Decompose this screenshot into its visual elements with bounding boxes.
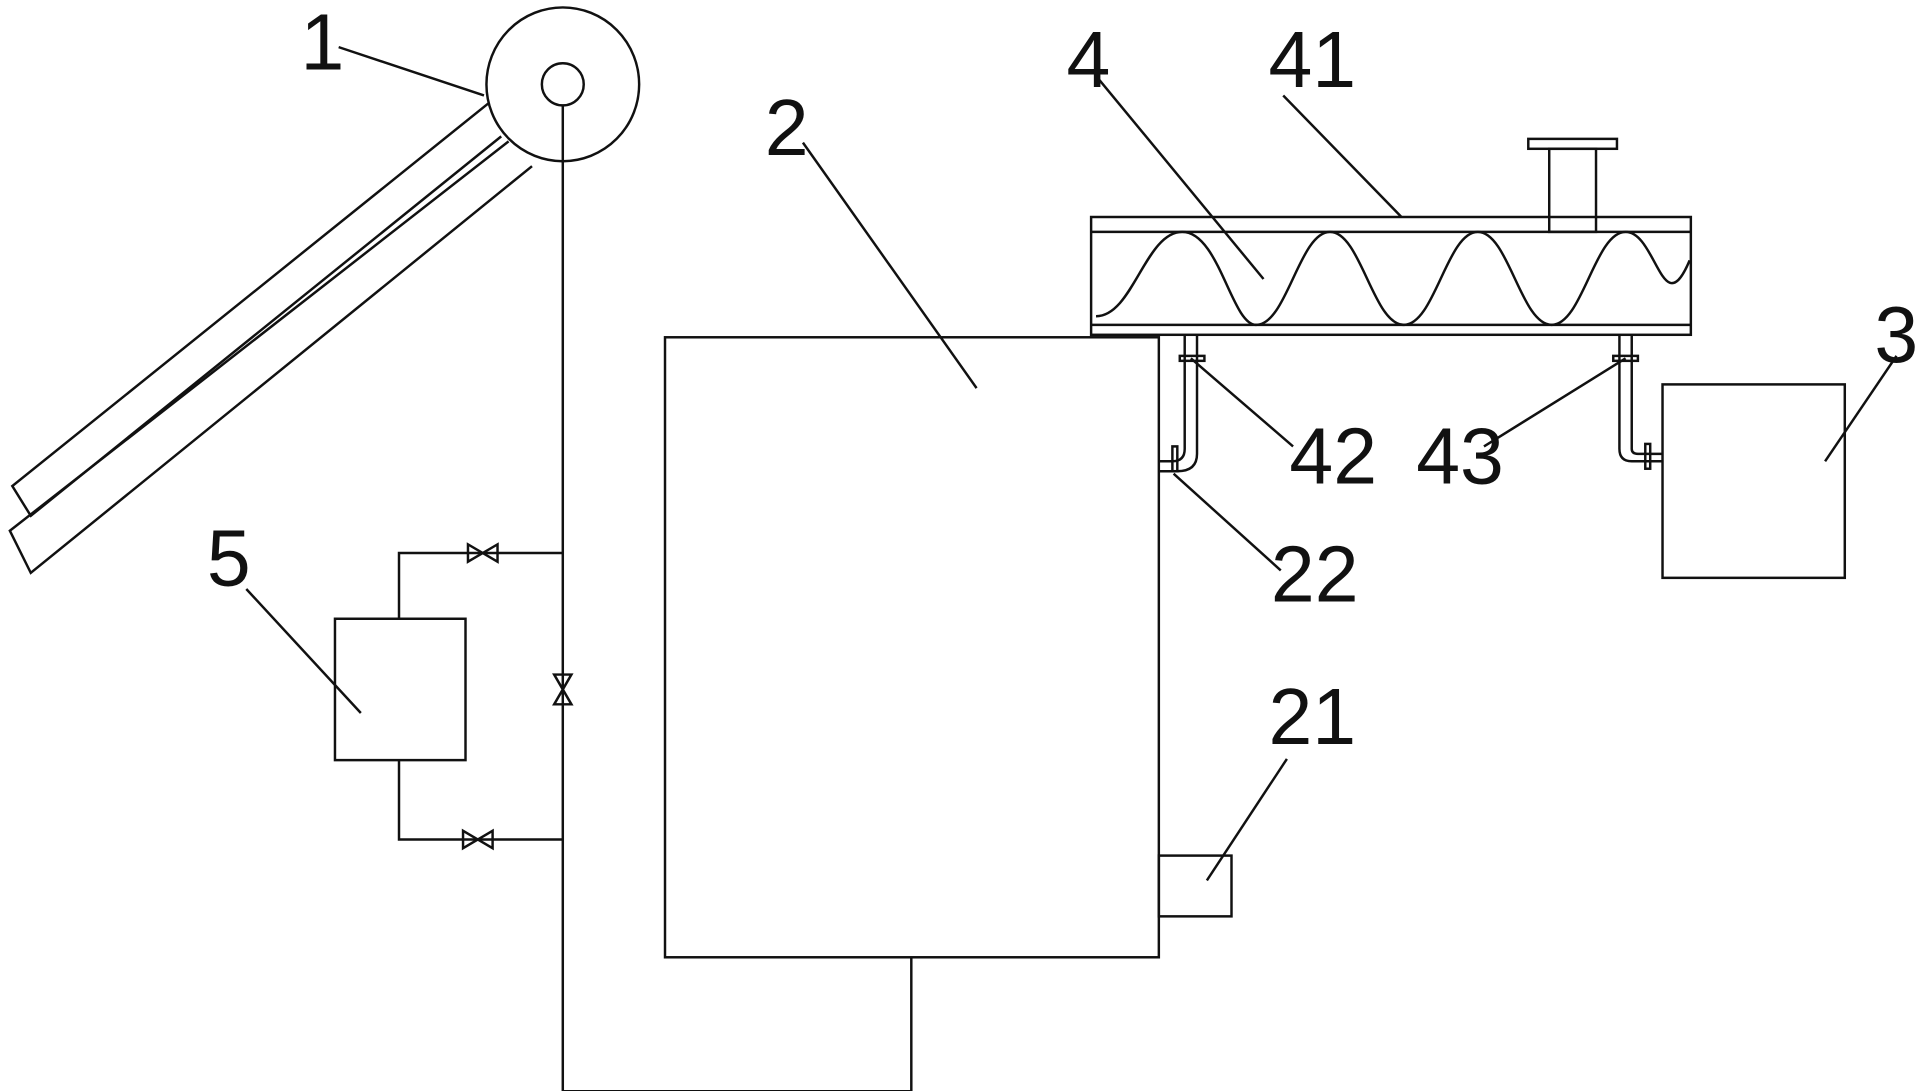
leader-5 (245, 588, 362, 714)
leader-lines (245, 45, 1898, 882)
bypass-upper-pipe (397, 551, 563, 619)
component-4-screw-conveyor (1089, 137, 1693, 337)
receiver-box (1661, 383, 1847, 580)
component-3-receiver (1661, 383, 1847, 580)
label-21: 21 (1268, 672, 1356, 761)
main-pipe-valve (552, 673, 574, 706)
conveyor-inlet-flange (1527, 137, 1619, 151)
discharge-pipe-outer (1618, 334, 1663, 463)
label-41: 41 (1268, 15, 1356, 104)
main-circulation-pipe (552, 105, 913, 1091)
collector-tube-lower (8, 140, 533, 575)
leader-43 (1483, 357, 1627, 448)
label-4: 4 (1066, 15, 1110, 104)
component-42-transfer-pipe (1158, 334, 1206, 473)
bypass-lower-valve (461, 828, 494, 851)
tank-body (663, 336, 1161, 959)
leader-42 (1190, 357, 1294, 448)
transfer-pipe-flange-side (1171, 445, 1179, 473)
component-2-tank (663, 336, 1161, 959)
conveyor-inlet-pipe (1547, 147, 1598, 234)
leader-1 (338, 45, 485, 97)
leader-41 (1282, 94, 1403, 218)
leader-22 (1172, 472, 1282, 572)
outlet-box (1157, 854, 1233, 918)
discharge-pipe-inner (1630, 334, 1663, 456)
label-2: 2 (765, 83, 809, 172)
bypass-box (333, 617, 467, 762)
label-3: 3 (1874, 290, 1918, 379)
component-5-bypass (333, 542, 563, 851)
component-1-collector (8, 6, 641, 575)
leader-21 (1205, 758, 1288, 882)
collector-drum-port (540, 62, 585, 107)
label-43: 43 (1416, 411, 1504, 500)
discharge-pipe-flange-top (1612, 354, 1640, 363)
transfer-pipe-outer (1158, 334, 1186, 463)
label-1: 1 (300, 0, 344, 86)
leader-2 (801, 141, 978, 389)
label-22: 22 (1271, 529, 1359, 618)
bypass-upper-valve (466, 542, 499, 564)
component-21-outlet (1157, 854, 1233, 918)
discharge-pipe-flange-side (1644, 442, 1652, 470)
collector-tube-upper (10, 101, 502, 518)
label-42: 42 (1289, 411, 1377, 500)
conveyor-housing (1089, 215, 1693, 337)
leader-3 (1824, 355, 1898, 462)
main-pipe-line (561, 105, 913, 1091)
screw-helix (1095, 230, 1691, 327)
component-43-discharge-pipe (1612, 334, 1663, 470)
label-5: 5 (207, 513, 251, 602)
part-labels: 1 2 3 4 5 21 22 41 42 43 (207, 0, 1918, 761)
bypass-lower-pipe (397, 760, 563, 841)
leader-4 (1093, 73, 1265, 280)
